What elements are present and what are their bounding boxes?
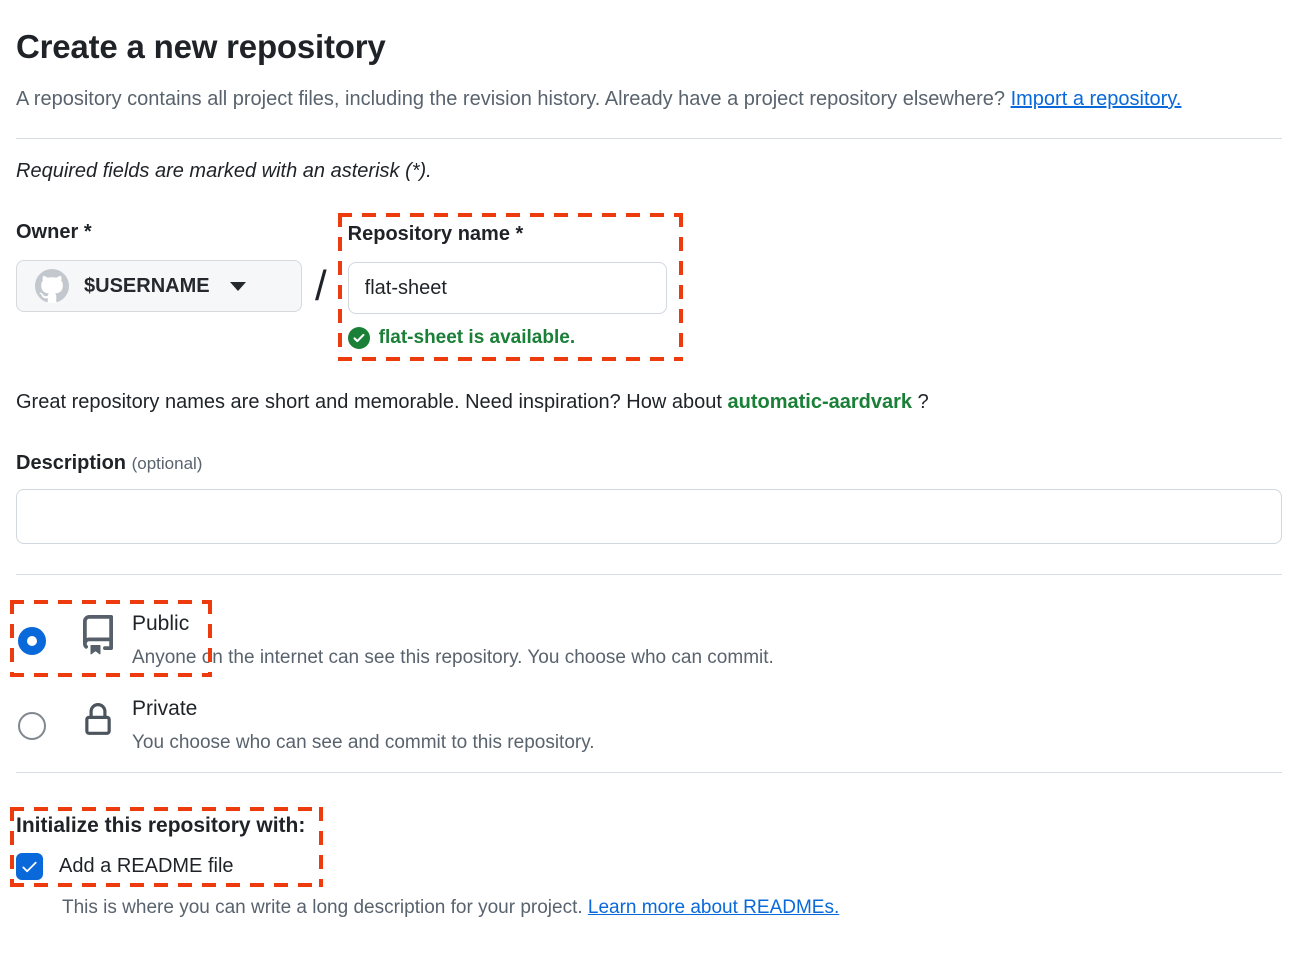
repository-name-label-text: Repository name bbox=[347, 223, 510, 245]
avatar bbox=[35, 269, 69, 303]
repository-name-field-annotation-box: Repository name * flat-sheet is availabl… bbox=[338, 213, 683, 361]
repository-name-label: Repository name * bbox=[348, 221, 667, 247]
divider-top bbox=[16, 138, 1282, 139]
public-option-text: Public Anyone on the internet can see th… bbox=[132, 611, 774, 671]
private-description: You choose who can see and commit to thi… bbox=[132, 732, 595, 753]
readme-checkbox-label: Add a README file bbox=[59, 855, 234, 877]
private-label: Private bbox=[132, 697, 198, 720]
owner-label: Owner * bbox=[16, 219, 302, 245]
github-octocat-icon bbox=[35, 269, 69, 303]
initialize-with-readme-annotation-box: Initialize this repository with: Add a R… bbox=[10, 807, 323, 887]
add-readme-row[interactable]: Add a README file bbox=[16, 853, 305, 880]
owner-label-text: Owner bbox=[16, 221, 79, 243]
suggestion-text-after: ? bbox=[912, 391, 929, 413]
public-description: Anyone on the internet can see this repo… bbox=[132, 647, 774, 668]
readme-help-text-span: This is where you can write a long descr… bbox=[62, 897, 588, 918]
owner-field: Owner * $USERNAME bbox=[16, 219, 302, 312]
availability-message: flat-sheet is available. bbox=[347, 327, 667, 349]
divider-description bbox=[16, 574, 1282, 575]
private-option-text: Private You choose who can see and commi… bbox=[132, 696, 595, 756]
page-title: Create a new repository bbox=[16, 28, 386, 65]
checkmark-icon bbox=[22, 861, 37, 873]
repo-book-icon bbox=[78, 615, 118, 655]
import-repository-link[interactable]: Import a repository. bbox=[1010, 88, 1182, 110]
suggested-name-link[interactable]: automatic-aardvark bbox=[727, 391, 913, 413]
description-optional-note: (optional) bbox=[131, 454, 203, 473]
owner-dropdown-button[interactable]: $USERNAME bbox=[16, 260, 302, 312]
suggestion-text-before: Great repository names are short and mem… bbox=[16, 391, 728, 413]
owner-required-asterisk: * bbox=[83, 221, 92, 243]
intro-paragraph: A repository contains all project files,… bbox=[16, 80, 1206, 118]
availability-message-text: flat-sheet is available. bbox=[378, 327, 576, 348]
owner-repo-separator: / bbox=[315, 262, 327, 309]
repository-name-input[interactable] bbox=[347, 262, 667, 314]
repository-name-required-asterisk: * bbox=[515, 223, 524, 245]
readme-help-text: This is where you can write a long descr… bbox=[62, 895, 1282, 921]
public-label: Public bbox=[132, 612, 190, 635]
visibility-option-private[interactable]: Private You choose who can see and commi… bbox=[16, 696, 1282, 756]
visibility-option-public[interactable]: Public Anyone on the internet can see th… bbox=[10, 600, 1282, 677]
readme-checkbox[interactable] bbox=[16, 853, 43, 880]
owner-repo-row: Owner * $USERNAME / Repository name * fl… bbox=[16, 219, 1282, 361]
lock-icon bbox=[78, 700, 118, 737]
check-circle-icon bbox=[347, 327, 370, 349]
public-radio[interactable] bbox=[18, 627, 46, 655]
chevron-down-icon bbox=[229, 281, 246, 291]
intro-text: A repository contains all project files,… bbox=[16, 88, 1011, 110]
description-label-text: Description bbox=[16, 452, 127, 474]
description-input[interactable] bbox=[16, 489, 1282, 544]
divider-visibility bbox=[16, 772, 1282, 773]
name-suggestion-line: Great repository names are short and mem… bbox=[16, 387, 1282, 417]
private-radio[interactable] bbox=[18, 712, 46, 740]
required-fields-note: Required fields are marked with an aster… bbox=[16, 160, 432, 182]
description-label: Description (optional) bbox=[16, 450, 1282, 477]
owner-selected-value: $USERNAME bbox=[84, 274, 210, 297]
learn-more-readmes-link[interactable]: Learn more about READMEs. bbox=[587, 897, 840, 918]
initialize-heading: Initialize this repository with: bbox=[16, 814, 306, 837]
